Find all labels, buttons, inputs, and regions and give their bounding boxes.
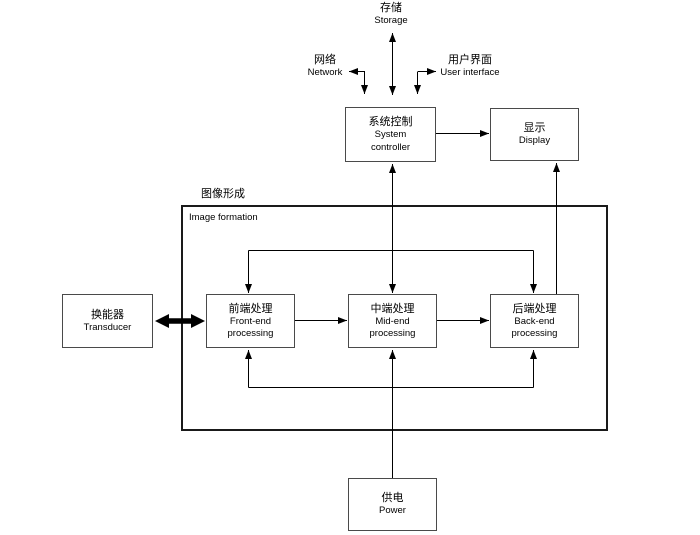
mid-end-zh: 中端处理	[370, 302, 415, 315]
power-zh: 供电	[381, 492, 404, 505]
power-en: Power	[379, 505, 406, 517]
network-label-zh: 网络	[314, 54, 336, 66]
front-end-en2: processing	[227, 328, 274, 339]
user-interface-label-en: User interface	[440, 67, 500, 78]
back-end-zh: 后端处理	[512, 302, 557, 315]
node-power: 供电 Power	[348, 478, 437, 531]
back-end-en1: Back-end	[514, 315, 555, 327]
system-controller-zh: 系统控制	[368, 116, 413, 128]
front-end-zh: 前端处理	[228, 302, 273, 315]
network-label: 网络 Network	[275, 54, 375, 79]
mid-end-en1: Mid-end	[375, 315, 410, 327]
node-mid-end-processing: 中端处理 Mid-end processing	[348, 294, 437, 348]
image-formation-label-en: Image formation	[189, 212, 258, 223]
image-formation-label-zh: 图像形成	[201, 188, 245, 200]
network-label-en: Network	[307, 67, 343, 78]
node-display: 显示 Display	[490, 108, 579, 161]
back-end-en2: processing	[511, 328, 558, 339]
transducer-zh: 换能器	[91, 308, 124, 321]
mid-end-en2: processing	[369, 328, 416, 339]
user-interface-label-zh: 用户界面	[448, 54, 492, 66]
storage-label: 存储 Storage	[341, 2, 441, 27]
node-back-end-processing: 后端处理 Back-end processing	[490, 294, 579, 348]
storage-label-en: Storage	[374, 15, 408, 26]
display-en: Display	[518, 135, 551, 147]
system-controller-en2: controller	[370, 141, 411, 153]
node-system-controller: 系统控制 System controller	[345, 107, 436, 162]
transducer-en: Transducer	[83, 321, 132, 333]
storage-label-zh: 存储	[380, 2, 402, 14]
display-zh: 显示	[523, 122, 546, 135]
node-transducer: 换能器 Transducer	[62, 294, 153, 348]
front-end-en1: Front-end	[229, 315, 272, 327]
node-front-end-processing: 前端处理 Front-end processing	[206, 294, 295, 348]
user-interface-label: 用户界面 User interface	[420, 54, 520, 79]
system-controller-en1: System	[374, 129, 407, 140]
